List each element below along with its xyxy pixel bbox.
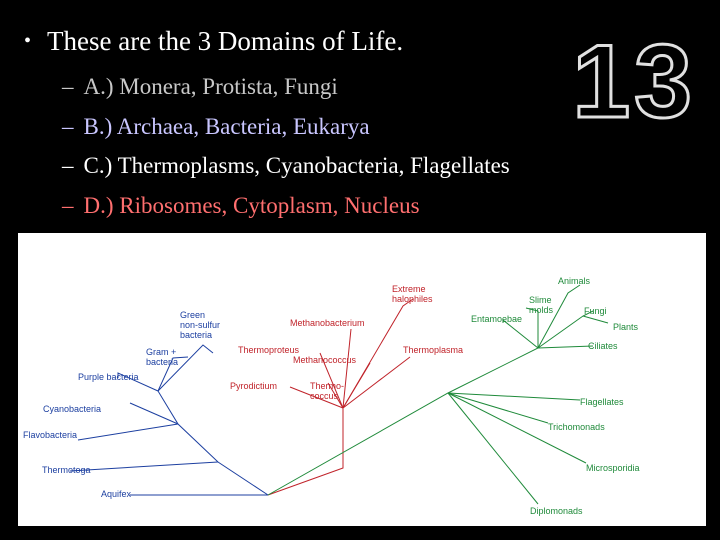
label-extreme-halophiles-2: halophiles xyxy=(392,294,433,304)
option-dash: – xyxy=(62,74,74,99)
label-microsporidia: Microsporidia xyxy=(586,463,640,473)
label-thermotoga: Thermotoga xyxy=(42,465,91,475)
label-extreme-halophiles-1: Extreme xyxy=(392,284,426,294)
bullet: • xyxy=(24,30,32,52)
svg-text:Gram +bacteria: Gram +bacteria xyxy=(146,347,178,367)
label-thermococcus-1: Thermo- xyxy=(310,381,344,391)
label-flavobacteria: Flavobacteria xyxy=(23,430,77,440)
archaea-branches xyxy=(267,298,414,496)
label-methanococcus: Methanococcus xyxy=(293,355,357,365)
label-gram-plus-2: bacteria xyxy=(146,357,178,367)
label-diplomonads: Diplomonads xyxy=(530,506,583,516)
label-purple-bacteria: Purple bacteria xyxy=(78,372,139,382)
label-ciliates: Ciliates xyxy=(588,341,618,351)
svg-text:Thermo-coccus: Thermo-coccus xyxy=(310,381,344,401)
option-d[interactable]: –D.) Ribosomes, Cytoplasm, Nucleus xyxy=(62,193,420,219)
label-aquifex: Aquifex xyxy=(101,489,132,499)
option-c-text: C.) Thermoplasms, Cyanobacteria, Flagell… xyxy=(83,153,510,178)
label-green-nonsulfur-2: non-sulfur xyxy=(180,320,220,330)
eukarya-branches xyxy=(267,284,609,505)
option-dash: – xyxy=(62,153,74,178)
option-c[interactable]: –C.) Thermoplasms, Cyanobacteria, Flagel… xyxy=(62,153,510,179)
label-slime-molds-2: molds xyxy=(529,305,554,315)
option-dash: – xyxy=(62,114,74,139)
option-dash: – xyxy=(62,193,74,218)
label-flagellates: Flagellates xyxy=(580,397,624,407)
label-animals: Animals xyxy=(558,276,591,286)
label-thermoplasma: Thermoplasma xyxy=(403,345,463,355)
option-b-text: B.) Archaea, Bacteria, Eukarya xyxy=(83,114,370,139)
option-b[interactable]: –B.) Archaea, Bacteria, Eukarya xyxy=(62,114,370,140)
bacteria-branches xyxy=(69,344,269,496)
label-fungi: Fungi xyxy=(584,306,607,316)
question: • These are the 3 Domains of Life. xyxy=(24,26,403,57)
label-methanobacterium: Methanobacterium xyxy=(290,318,365,328)
label-green-nonsulfur-1: Green xyxy=(180,310,205,320)
label-plants: Plants xyxy=(613,322,639,332)
label-trichomonads: Trichomonads xyxy=(548,422,605,432)
label-entamoebae: Entamoebae xyxy=(471,314,522,324)
label-pyrodictium: Pyrodictium xyxy=(230,381,277,391)
question-text: These are the 3 Domains of Life. xyxy=(47,26,404,56)
label-thermococcus-2: coccus xyxy=(310,391,339,401)
option-a-text: A.) Monera, Protista, Fungi xyxy=(83,74,338,99)
label-gram-plus-1: Gram + xyxy=(146,347,176,357)
label-cyanobacteria: Cyanobacteria xyxy=(43,404,101,414)
label-thermoproteus: Thermoproteus xyxy=(238,345,300,355)
label-slime-molds-1: Slime xyxy=(529,295,552,305)
slide-number: 13 xyxy=(571,24,696,140)
option-a[interactable]: –A.) Monera, Protista, Fungi xyxy=(62,74,338,100)
option-d-text: D.) Ribosomes, Cytoplasm, Nucleus xyxy=(83,193,420,218)
label-green-nonsulfur-3: bacteria xyxy=(180,330,212,340)
